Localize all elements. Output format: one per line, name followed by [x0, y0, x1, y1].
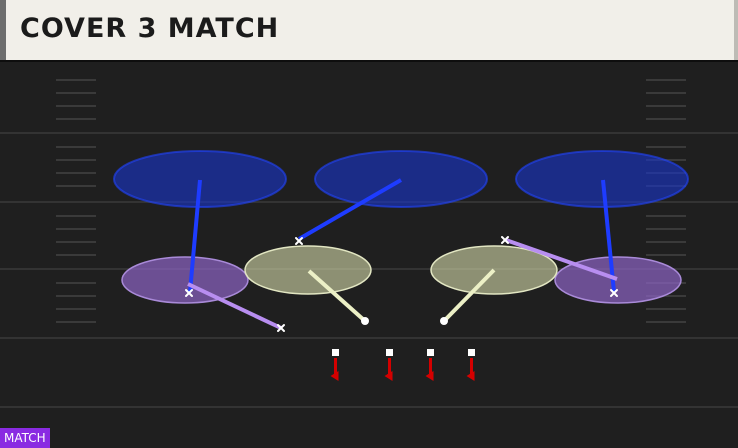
- header-bar: COVER 3 MATCH: [0, 0, 738, 60]
- deep-zone-left: [113, 150, 287, 208]
- defender-marker: [185, 289, 193, 297]
- defender-marker: [295, 237, 303, 245]
- hook-drop-right-line: [442, 268, 496, 323]
- deep-zone-right: [515, 150, 689, 208]
- flat-zone-left: [121, 256, 249, 304]
- football-field: [0, 62, 738, 448]
- page-title: COVER 3 MATCH: [20, 13, 280, 44]
- hash-marks-left: [56, 79, 96, 323]
- defender-marker: [277, 324, 285, 332]
- deep-drop-middle-line: [297, 178, 403, 241]
- flat-drop-left-line: [187, 282, 282, 330]
- defender-dot: [361, 317, 369, 325]
- pass-rusher: [330, 349, 339, 381]
- field-surface: [0, 62, 738, 448]
- pass-rusher: [425, 349, 434, 381]
- defender-dot: [440, 317, 448, 325]
- flat-drop-right-line: [505, 238, 618, 281]
- pass-rusher: [466, 349, 475, 381]
- defender-marker: [610, 289, 618, 297]
- defender-marker: [501, 236, 509, 244]
- play-diagram: [0, 62, 738, 448]
- deep-drop-right-line: [601, 179, 616, 293]
- deep-drop-left-line: [188, 179, 202, 293]
- deep-zone-middle: [314, 150, 488, 208]
- pass-rusher: [384, 349, 393, 381]
- play-tag-badge: MATCH: [0, 428, 50, 448]
- hook-drop-left-line: [307, 269, 367, 323]
- hook-zone-left: [244, 245, 372, 295]
